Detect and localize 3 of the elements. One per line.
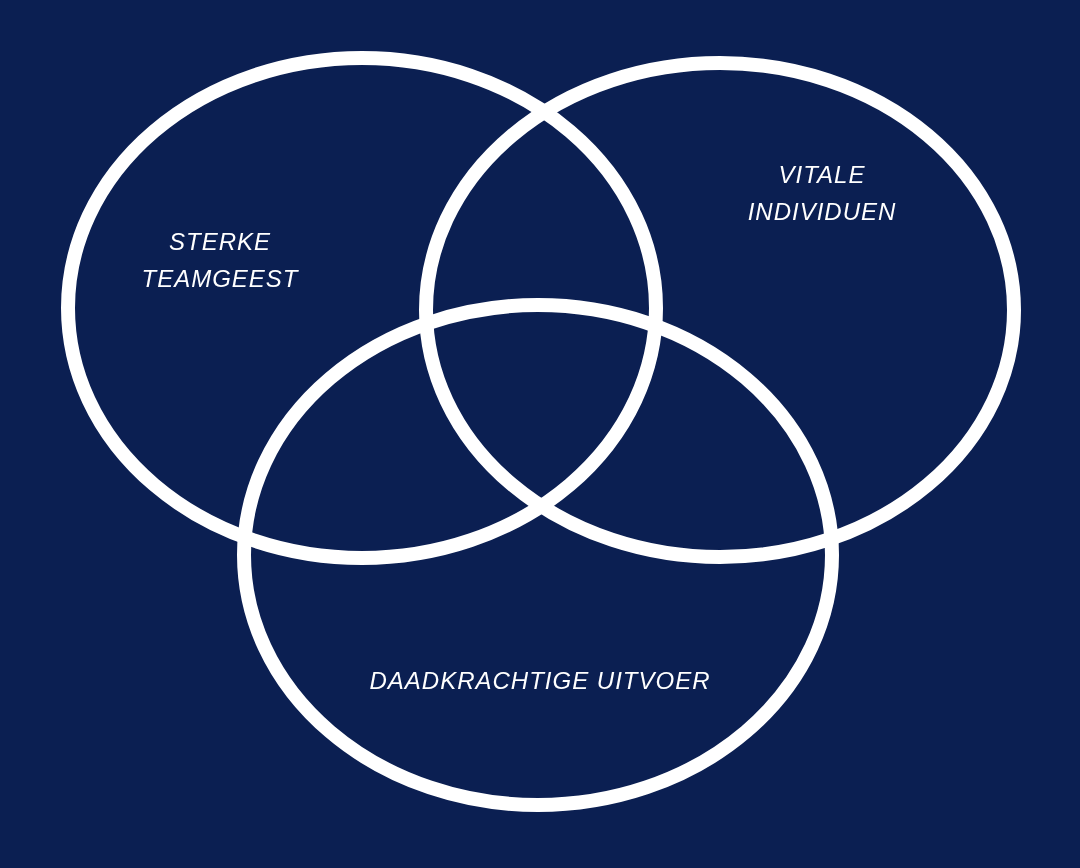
circle-label: VITALE INDIVIDUEN (746, 160, 898, 227)
circle-label: DAADKRACHTIGE UITVOER (368, 665, 712, 696)
circle-label: STERKE TEAMGEEST (140, 227, 300, 294)
